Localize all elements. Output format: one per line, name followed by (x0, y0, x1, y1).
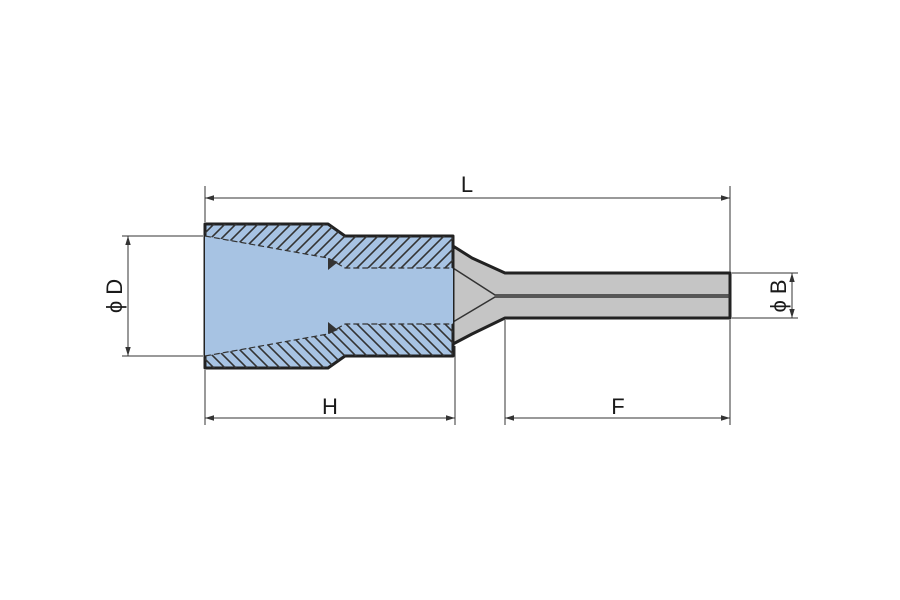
dim-label-H: H (322, 394, 338, 419)
dim-label-D: ϕ D (102, 279, 127, 313)
dim-label-L: L (461, 172, 473, 197)
dim-label-F: F (611, 394, 624, 419)
dim-label-B: ϕ B (766, 279, 791, 312)
metal-pin (451, 244, 732, 346)
dimension-lines (122, 186, 798, 425)
